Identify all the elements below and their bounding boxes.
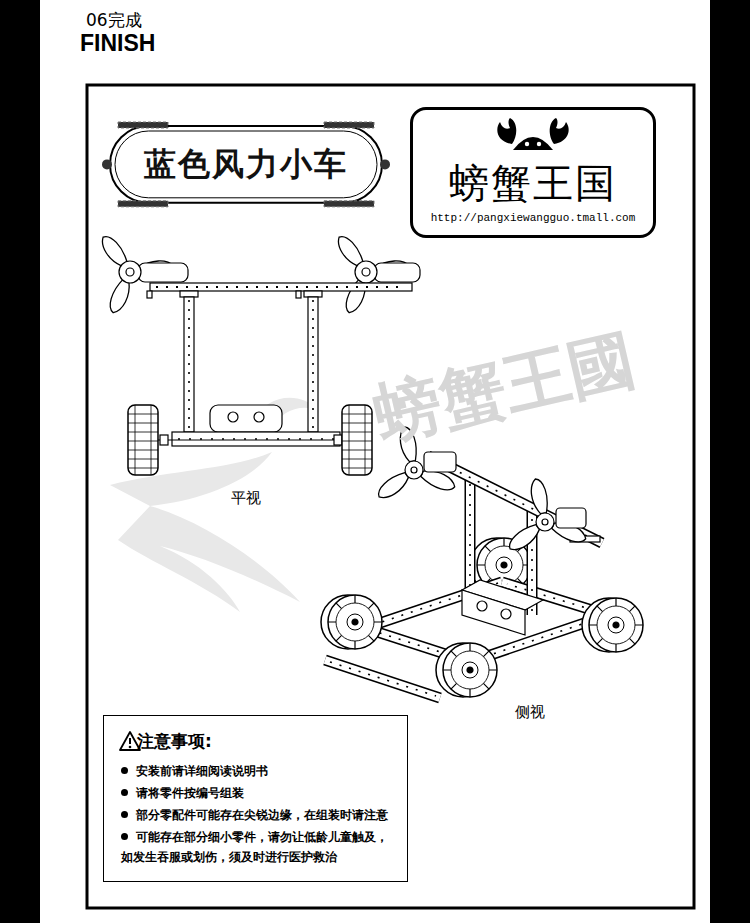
side-view-drawing bbox=[321, 595, 382, 649]
title-banner: 蓝色风力小车 bbox=[110, 126, 382, 203]
front-view-drawing bbox=[158, 440, 344, 441]
note-row: 注意事项: bbox=[121, 730, 399, 752]
front-view-drawing bbox=[147, 291, 152, 298]
step-label: 06完成 bbox=[86, 9, 142, 32]
view-label: 侧视 bbox=[515, 703, 545, 722]
side-view-drawing bbox=[321, 426, 643, 698]
page-frame bbox=[87, 85, 694, 908]
side-view-drawing bbox=[582, 598, 643, 652]
watermark: 螃蟹王國 bbox=[366, 314, 643, 461]
front-view-drawing bbox=[172, 432, 340, 446]
page-title: FINISH bbox=[80, 30, 155, 57]
view-label: 平视 bbox=[231, 489, 261, 508]
bullet-dot bbox=[121, 833, 128, 840]
note-row: 安装前请详细阅读说明书 bbox=[121, 761, 399, 781]
crab-claw bbox=[550, 118, 569, 144]
side-band bbox=[0, 0, 40, 923]
bullet-dot bbox=[121, 767, 128, 774]
brand-name: 螃蟹王国 bbox=[423, 110, 643, 206]
front-view-drawing bbox=[128, 405, 158, 475]
notes-box: 注意事项: 安装前请详细阅读说明书请将零件按编号组装部分零配件可能存在尖锐边缘，在… bbox=[103, 715, 408, 882]
note-item: 安装前请详细阅读说明书 bbox=[121, 761, 399, 781]
bullet-dot bbox=[121, 789, 128, 796]
front-view-drawing bbox=[374, 263, 420, 282]
crab-claw bbox=[497, 118, 516, 144]
front-view-drawing bbox=[308, 297, 318, 432]
side-view-drawing bbox=[477, 601, 487, 611]
front-view-drawing bbox=[362, 268, 370, 276]
front-view-drawing bbox=[180, 291, 198, 297]
side-view-drawing bbox=[325, 660, 440, 698]
side-view-drawing bbox=[411, 467, 417, 473]
warning-mark bbox=[129, 746, 132, 749]
banner-title: 蓝色风力小车 bbox=[144, 146, 348, 183]
front-view-drawing bbox=[119, 261, 141, 283]
front-view-drawing bbox=[312, 300, 314, 430]
brand-url: http://pangxiewangguo.tmall.com bbox=[423, 212, 643, 225]
side-view-drawing bbox=[424, 452, 456, 472]
side-view-drawing bbox=[462, 590, 525, 635]
front-view-drawing bbox=[342, 405, 372, 475]
front-view-drawing bbox=[296, 291, 301, 298]
crab-eye bbox=[525, 142, 529, 146]
note-item: 可能存在部分细小零件，请勿让低龄儿童触及， 如发生吞服或划伤，须及时进行医护救治 bbox=[121, 827, 399, 867]
front-view-drawing bbox=[188, 300, 190, 430]
front-view-drawing bbox=[355, 261, 377, 283]
side-band bbox=[710, 0, 750, 923]
side-view-drawing bbox=[536, 513, 554, 531]
front-view-drawing bbox=[184, 297, 194, 432]
front-view-drawing bbox=[160, 435, 168, 445]
side-view-drawing bbox=[330, 662, 436, 696]
front-view-drawing bbox=[210, 405, 282, 432]
banner-outer bbox=[110, 126, 382, 203]
front-view-drawing bbox=[254, 412, 264, 422]
banner-ornament bbox=[324, 200, 374, 206]
front-view-drawing bbox=[156, 286, 406, 288]
front-view-drawing bbox=[126, 268, 134, 276]
note-row: 请将零件按编号组装 bbox=[121, 783, 399, 803]
front-view-drawing bbox=[334, 435, 342, 445]
note-item: 部分零配件可能存在尖锐边缘，在组装时请注意 bbox=[121, 805, 399, 825]
side-view-drawing bbox=[465, 478, 476, 600]
banner-ornament bbox=[118, 200, 168, 206]
banner-inner bbox=[115, 131, 377, 198]
front-view-drawing bbox=[150, 283, 412, 291]
side-view-drawing bbox=[436, 643, 497, 697]
front-view-drawing bbox=[98, 232, 420, 475]
side-view-drawing bbox=[469, 482, 471, 596]
note-row: 可能存在部分细小零件，请勿让低龄儿童触及， 如发生吞服或划伤，须及时进行医护救治 bbox=[121, 827, 399, 867]
notes-heading: 注意事项: bbox=[121, 730, 399, 752]
note-row: 部分零配件可能存在尖锐边缘，在组装时请注意 bbox=[121, 805, 399, 825]
watermark-logo bbox=[118, 506, 300, 612]
side-view-drawing bbox=[501, 609, 511, 619]
banner-ornament bbox=[324, 122, 374, 128]
side-view-drawing bbox=[529, 478, 550, 515]
brand-box: 螃蟹王国 http://pangxiewangguo.tmall.com bbox=[410, 107, 656, 238]
banner-ornament bbox=[380, 159, 390, 169]
note-item: 请将零件按编号组装 bbox=[121, 783, 399, 803]
side-view-drawing bbox=[325, 660, 440, 698]
watermark-logo bbox=[110, 398, 318, 612]
side-view-drawing bbox=[466, 478, 474, 600]
front-view-drawing bbox=[138, 263, 188, 282]
bullet-dot bbox=[121, 811, 128, 818]
front-view-drawing bbox=[228, 412, 238, 422]
banner-ornament bbox=[118, 122, 168, 128]
crab-icon bbox=[488, 114, 578, 158]
side-view-drawing bbox=[405, 461, 423, 479]
banner-ornament bbox=[102, 159, 112, 169]
warning-mark bbox=[129, 738, 131, 744]
crab-eye bbox=[537, 142, 541, 146]
side-view-drawing bbox=[556, 508, 586, 528]
front-view-drawing bbox=[304, 291, 322, 297]
crab-icon bbox=[497, 118, 568, 150]
crab-body bbox=[513, 137, 553, 150]
side-view-drawing bbox=[542, 519, 548, 525]
